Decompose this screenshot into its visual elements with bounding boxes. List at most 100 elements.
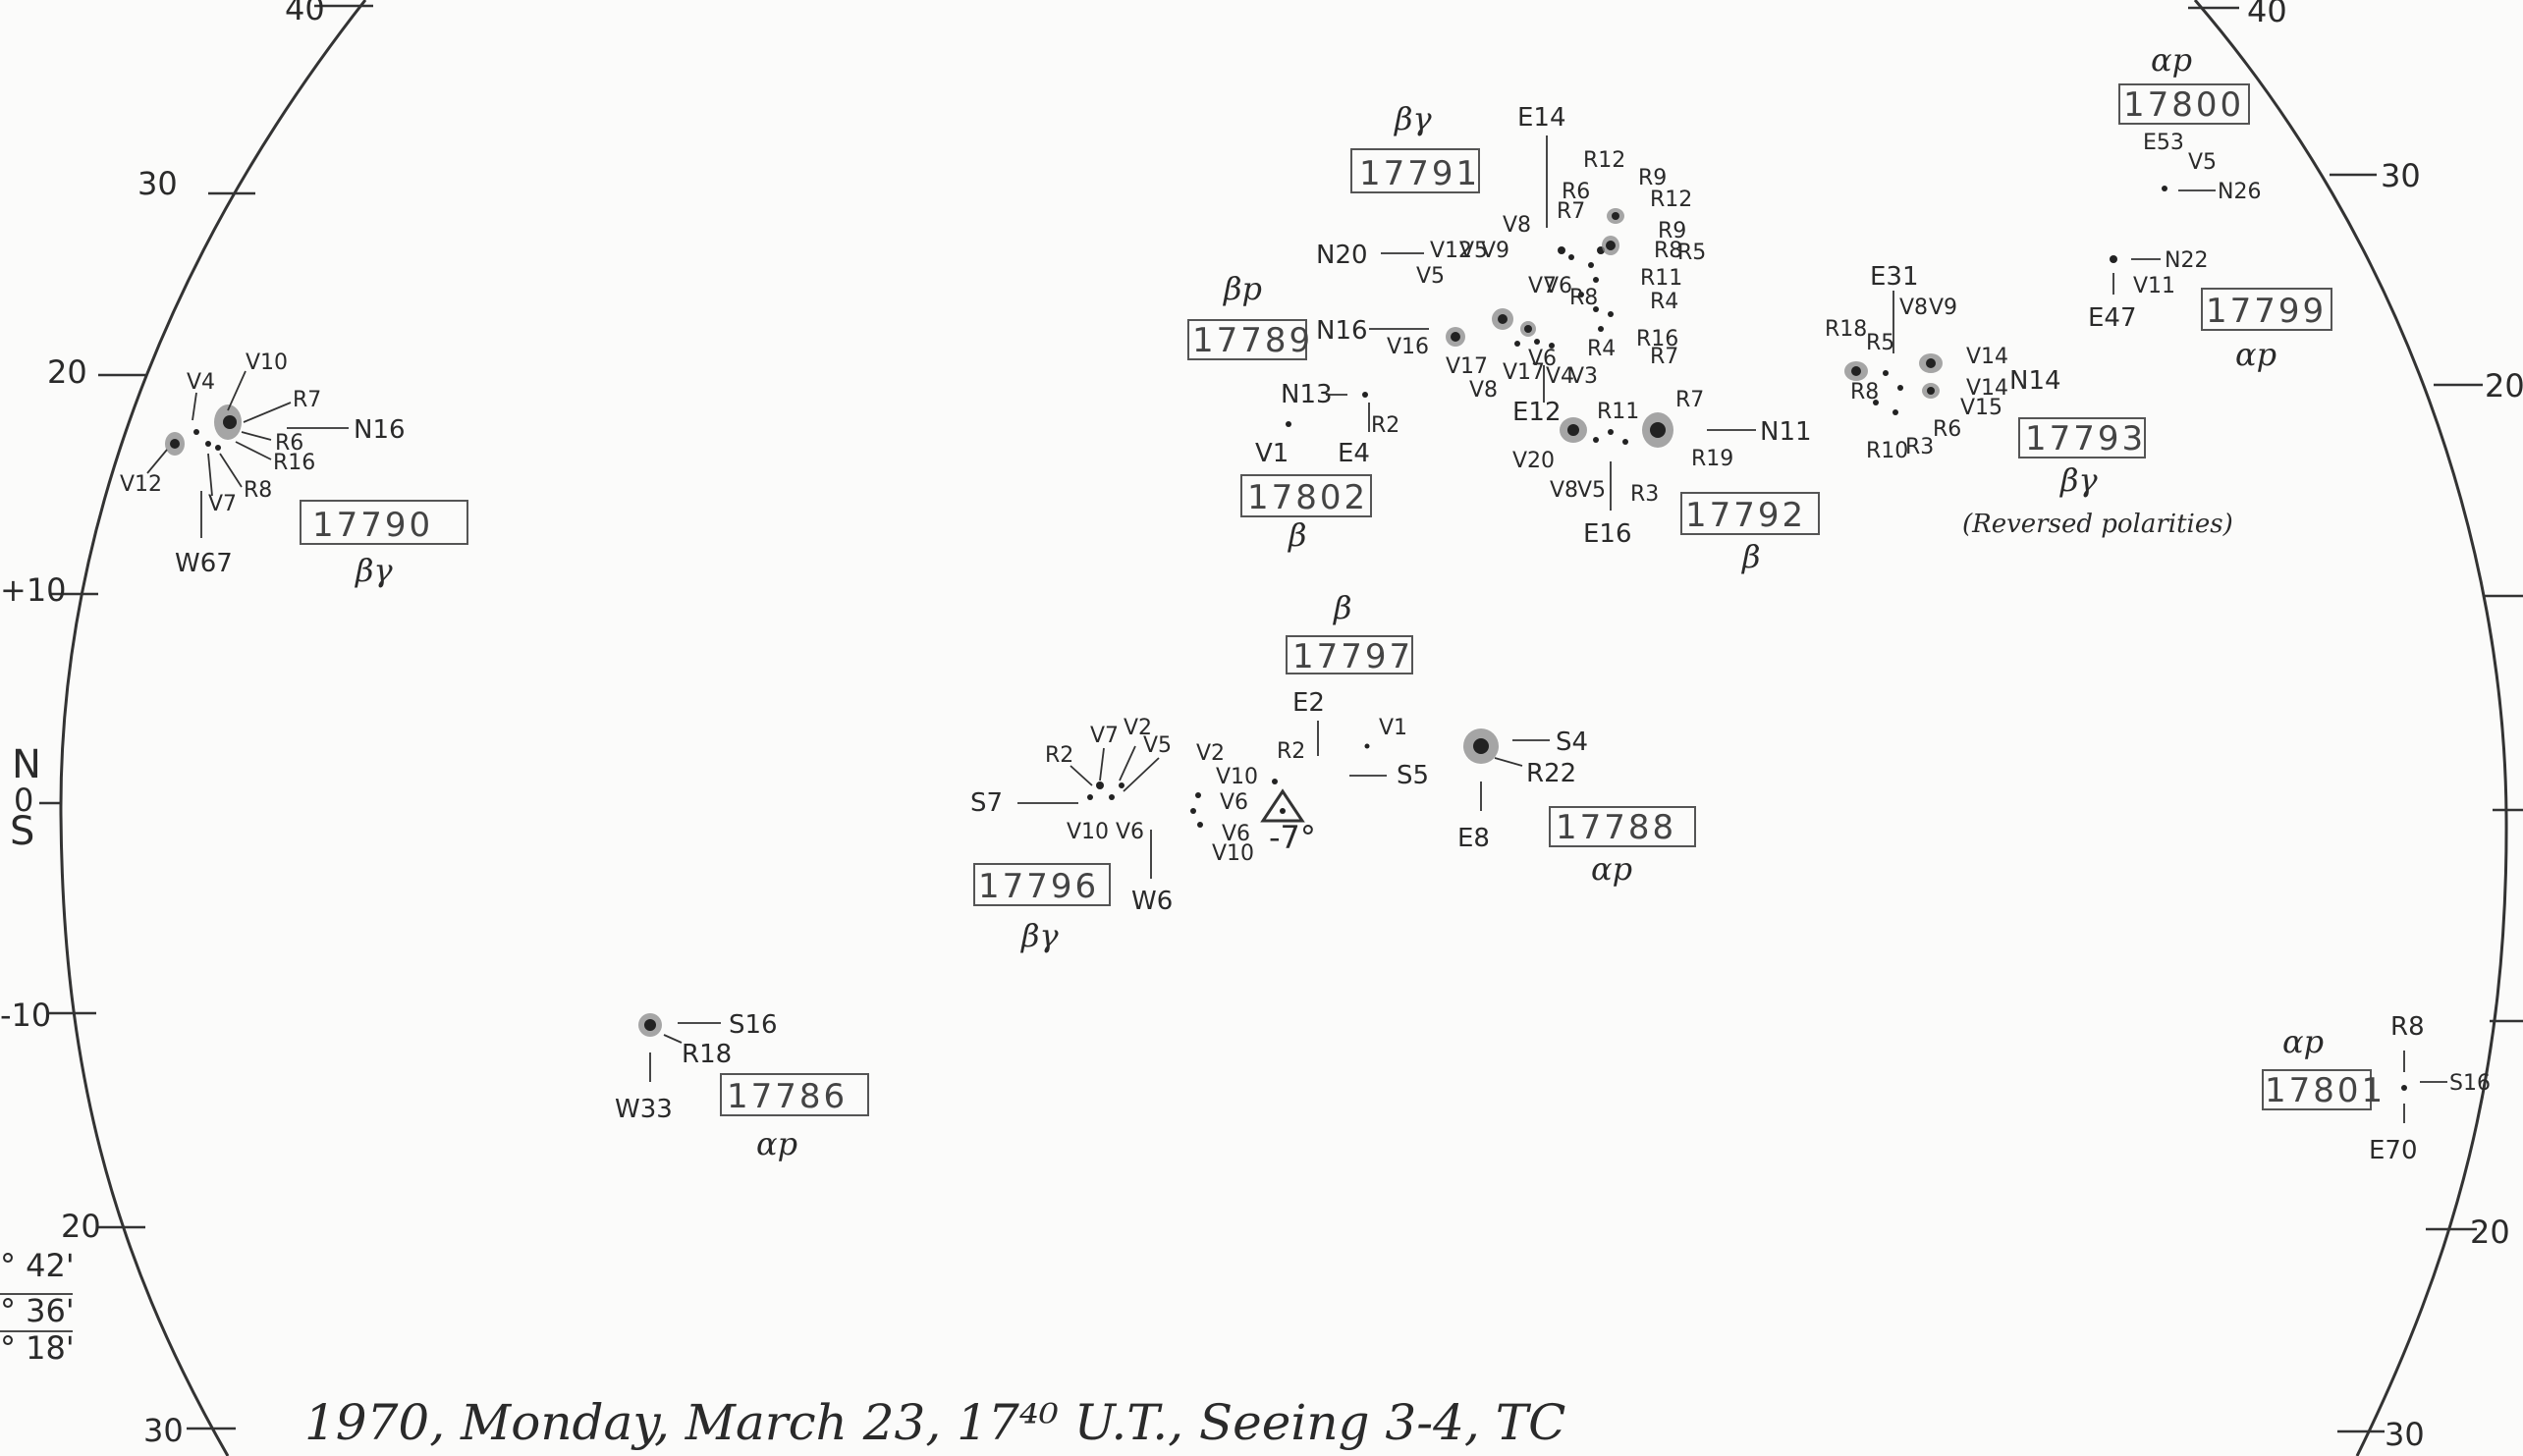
spot-label: V17 (1446, 354, 1488, 379)
spot-label: E4 (1338, 439, 1370, 468)
region-17801: R8 S16 E70 αp 17801 (2262, 1012, 2491, 1165)
region-17799: N22 V11 E47 17799 αp (2088, 248, 2332, 373)
region-number-box (1350, 148, 1480, 193)
lat-label: 20 (61, 1208, 101, 1245)
spot-label: N26 (2218, 180, 2261, 204)
region-17788: S4 R22 E8 17788 αp (1457, 728, 1696, 888)
lat-label: 30 (137, 165, 178, 202)
region-17786: S16 R18 W33 17786 αp (615, 1010, 869, 1162)
region-number: 17792 (1685, 496, 1806, 535)
spot-label: V5 (2188, 150, 2217, 175)
margin-note: ° 42' (0, 1247, 75, 1284)
region-17802: N13 R2 V1 E4 17802 β (1240, 380, 1399, 554)
region-number-box (1286, 635, 1413, 674)
region-number-box (2262, 1069, 2372, 1110)
lat-label: -10 (0, 997, 51, 1034)
region-17789: βp 17789 N16 V16 V17 V8 V17 V6 V4 V3 (1187, 270, 1598, 403)
spot-label: V5 (1459, 239, 1488, 263)
spot-label: R9 (1638, 166, 1667, 190)
region-number-box (1680, 492, 1820, 535)
lat-label: 40 (2247, 0, 2287, 29)
equator-zero: 0 (14, 782, 33, 819)
spot-label: R8 (2390, 1012, 2425, 1042)
spot-label: V7 (208, 492, 237, 516)
region-class: β (1741, 538, 1761, 575)
region-class: αp (2151, 41, 2192, 79)
region-number-box (300, 500, 468, 545)
spot-label: R7 (1650, 345, 1678, 369)
spot-label: N22 (2165, 248, 2208, 273)
spot-label: R22 (1526, 759, 1576, 788)
spot-label: V8 (1503, 213, 1531, 238)
spot-label: N13 (1281, 380, 1333, 409)
spot-label: R19 (1691, 447, 1733, 471)
spot-label: V4 (1546, 364, 1574, 389)
spot-label: E47 (2088, 303, 2137, 333)
spot-label: V6 (1222, 822, 1250, 846)
lat-label: +10 (0, 571, 67, 609)
lat-label: 30 (143, 1412, 184, 1449)
spot-label: R8 (1654, 239, 1682, 263)
left-margin-notes: ° 42' ° 36' ° 18' (0, 1247, 75, 1367)
spot-label: V20 (1512, 449, 1555, 473)
spot-label: V11 (2133, 274, 2175, 298)
spot-label: V6 (1528, 347, 1557, 371)
spot-label: V3 (1569, 364, 1598, 389)
region-number: 17801 (2265, 1071, 2386, 1110)
lat-label: 20 (2470, 1213, 2510, 1251)
spot-label: V1 (1255, 439, 1289, 468)
region-number: 17791 (1359, 154, 1480, 193)
region-number-box (720, 1073, 869, 1116)
solar-limb-left (59, 0, 367, 1456)
region-number-box (973, 863, 1111, 906)
region-class: αp (1591, 850, 1632, 888)
spot-label: V8 (1550, 478, 1578, 503)
region-note: (Reversed polarities) (1962, 510, 2233, 539)
spot-label: R2 (1045, 743, 1073, 768)
spot-label: R16 (273, 451, 315, 475)
spot-label: R6 (275, 431, 303, 456)
spot-label: R2 (1277, 739, 1305, 764)
spot-label: V10 (1216, 765, 1258, 789)
spot-label: V15 (1960, 396, 2002, 420)
region-class: αp (2235, 336, 2276, 373)
spot-label: V6 (1220, 790, 1248, 815)
region-number: 17786 (727, 1077, 848, 1116)
spot-label: V5 (1143, 733, 1172, 758)
spot-label: V6 (1116, 820, 1144, 844)
region-number: 17800 (2123, 85, 2244, 125)
region-number-box (2201, 288, 2332, 331)
lat-label: 40 (285, 0, 325, 27)
margin-note: ° 18' (0, 1329, 75, 1367)
sunspot-umbra (170, 439, 180, 449)
region-17800: αp 17800 E53 V5 N26 (2118, 41, 2261, 204)
region-number: 17797 (1292, 637, 1413, 676)
spot-label: R11 (1640, 266, 1682, 291)
spot-label: W67 (175, 549, 233, 578)
spot-label: V10 (1067, 820, 1109, 844)
spot-label: R6 (1562, 180, 1590, 204)
spot-label: S16 (729, 1010, 778, 1040)
region-number-box (1240, 474, 1372, 517)
spot-label: R10 (1866, 439, 1908, 463)
spot-label: V8 (1899, 296, 1928, 320)
lat-label: 20 (2485, 367, 2523, 404)
region-17792: E12 R11 R7 N11 R19 V20 V8 V5 R3 E16 1779… (1512, 365, 1820, 575)
spot-label: R7 (1675, 388, 1704, 412)
sunspot-umbra (223, 415, 237, 429)
spot-label: V9 (1929, 296, 1957, 320)
spot-label: V14 (1966, 376, 2008, 401)
spot-label: N16 (1316, 316, 1368, 346)
solar-limb-right (2193, 0, 2508, 1456)
spot-label: R7 (293, 388, 321, 412)
spot-label: V14 (1966, 345, 2008, 369)
spot-label: R4 (1650, 290, 1678, 314)
spot-label: R16 (1636, 327, 1678, 351)
region-class: βγ (1394, 100, 1433, 137)
region-class: β (1288, 516, 1307, 554)
region-17793: E31 V8 V9 R18 R5 V14 N14 V14 R8 V15 R6 R… (1825, 262, 2233, 539)
region-class: αp (756, 1125, 797, 1162)
spot-label: V4 (187, 370, 215, 395)
region-17790: V4 V10 R7 N16 R6 R16 R8 V12 V7 W67 17790… (120, 351, 468, 589)
